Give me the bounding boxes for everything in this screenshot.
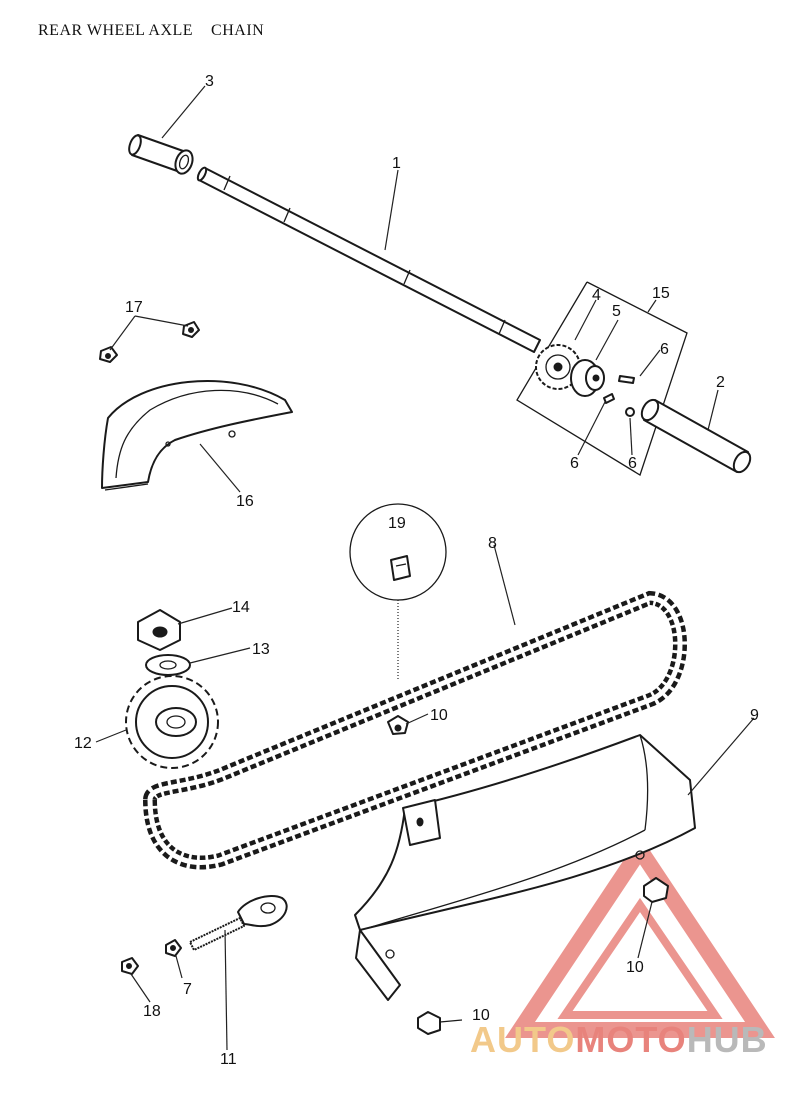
callout-4: 4 [592,287,601,304]
part-15-hub-assembly [516,281,688,476]
callout-11: 11 [220,1051,237,1068]
part-12-drive-sprocket [125,675,219,769]
part-7-nut [165,939,182,957]
callout-19: 19 [388,515,406,532]
svg-text:AUTOMOTOHUB: AUTOMOTOHUB [470,1019,768,1060]
callout-6-bottom-right: 6 [628,455,637,472]
callout-10-bottom: 10 [472,1007,490,1024]
callout-labels: 3 1 15 4 5 6 2 6 6 17 16 19 8 14 13 12 1… [74,73,759,1068]
part-10-bolt-bottom [417,1011,463,1035]
callout-13: 13 [252,641,270,658]
part-5-hub [570,359,605,397]
part-13-washer [145,654,191,676]
callout-17: 17 [125,299,143,316]
callout-9: 9 [750,707,759,724]
watermark-hub: HUB [687,1019,768,1060]
callout-8: 8 [488,535,497,552]
watermark-text: AUTOMOTOHUB [470,1019,768,1060]
part-10-bolt-middle [387,715,409,735]
callout-18: 18 [143,1003,161,1020]
part-14-nut [137,609,181,651]
part-3-sleeve [128,134,194,175]
callout-15: 15 [652,285,670,302]
callout-2: 2 [716,374,725,391]
callout-10-guard: 10 [626,959,644,976]
watermark-logo [505,835,775,1038]
callout-7: 7 [183,981,192,998]
part-16-chain-guard-cover [101,379,293,491]
part-19-chain-clip-detail [349,503,447,680]
part-9-chain-guard [354,734,696,1001]
part-8-chain [142,590,687,870]
callout-16: 16 [236,493,254,510]
callout-6-bottom-left: 6 [570,455,579,472]
part-6-pins [603,375,635,417]
callout-5: 5 [612,303,621,320]
watermark-moto: MOTO [575,1019,686,1060]
leader-lines [95,85,755,1051]
callout-6-top: 6 [660,341,669,358]
part-11-tensioner-bolt [189,894,288,951]
part-17-nuts [99,321,200,363]
callout-12: 12 [74,735,92,752]
part-1-axle [196,166,541,353]
watermark-auto: AUTO [470,1019,575,1060]
diagram-title: REAR WHEEL AXLE CHAIN [38,22,265,39]
part-10-bolt-guard [643,877,669,903]
callout-1: 1 [392,155,401,172]
callout-3: 3 [205,73,214,90]
part-18-nut [121,957,139,975]
part-2-sleeve [640,398,752,474]
callout-14: 14 [232,599,250,616]
callout-10-middle: 10 [430,707,448,724]
